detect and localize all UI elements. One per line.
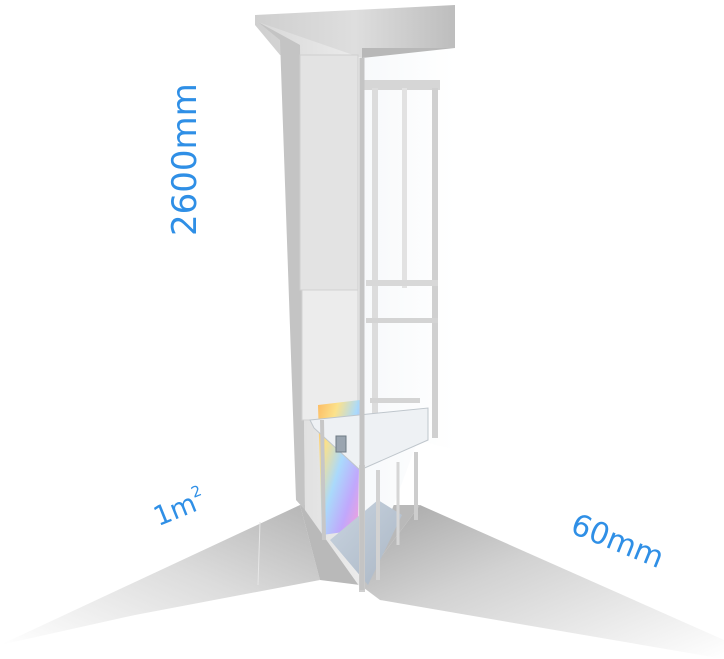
cab-floor	[330, 500, 402, 585]
floor-left-plane	[0, 505, 320, 645]
left-wall-panel-lower	[301, 289, 359, 421]
right-frame-top-rail	[362, 80, 440, 90]
floor-left-edge	[257, 521, 261, 586]
left-wall-panel-inner	[299, 54, 359, 291]
cab-top-band	[309, 407, 429, 471]
elevator-left-frame-edge	[258, 22, 305, 510]
cab-control-panel	[335, 435, 347, 453]
right-frame-upper-transom	[366, 318, 438, 323]
cab-frame-left	[320, 419, 326, 541]
right-frame-mid-rail	[366, 280, 438, 286]
right-frame-mullion-right	[432, 88, 438, 438]
floor-right-plane	[360, 505, 724, 659]
height-dimension-label: 2600mm	[165, 83, 205, 236]
right-frame-lower-transom	[370, 398, 420, 403]
right-frame-mullion-left	[372, 88, 378, 438]
right-frame-mullion-mid	[402, 88, 407, 288]
